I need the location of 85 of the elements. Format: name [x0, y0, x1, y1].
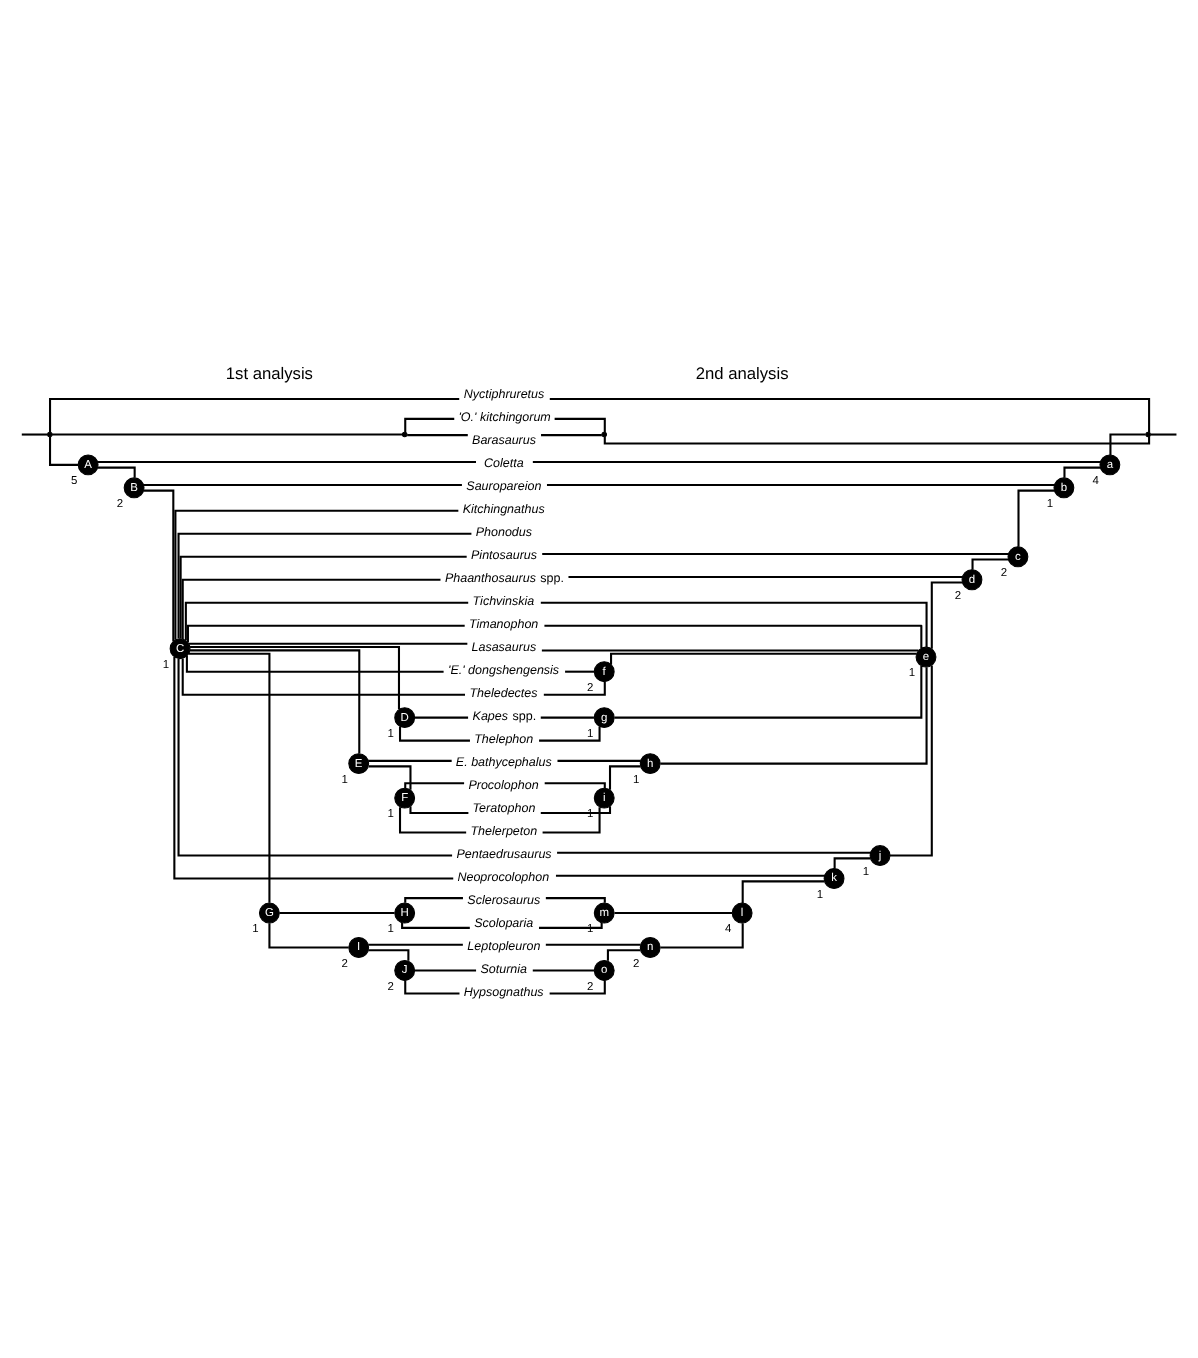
connector [614, 911, 732, 915]
connector [608, 765, 641, 790]
connector [540, 716, 594, 719]
connector [186, 624, 465, 643]
connector [930, 581, 963, 649]
connector [414, 969, 477, 972]
node-point [601, 431, 607, 438]
connector [565, 670, 595, 673]
connector [554, 417, 606, 433]
connector [409, 806, 469, 815]
connector [188, 642, 468, 645]
connector [279, 911, 395, 915]
connector [404, 980, 460, 995]
connector [404, 782, 465, 788]
connector [49, 397, 460, 433]
connector [179, 555, 467, 639]
connector [181, 658, 465, 696]
connector [185, 655, 444, 673]
connector [1109, 433, 1146, 455]
connector [404, 897, 463, 903]
connector [741, 880, 825, 903]
connector [174, 509, 459, 640]
connector [545, 943, 641, 946]
connector [606, 949, 641, 961]
connector [555, 874, 825, 877]
connector [614, 666, 923, 719]
connector [568, 575, 963, 578]
connector [407, 434, 468, 437]
connector [540, 601, 928, 648]
connector [557, 759, 641, 762]
connector [49, 436, 79, 466]
connector [549, 397, 1151, 433]
connector [1150, 433, 1177, 436]
connector [542, 552, 1009, 556]
connector [539, 726, 601, 742]
label: 1st analysis [225, 362, 313, 383]
connector [543, 681, 606, 696]
connector [188, 652, 271, 903]
connector [414, 716, 469, 719]
connector [971, 558, 1009, 570]
connector [833, 857, 871, 869]
connector [368, 759, 452, 762]
connector [181, 578, 441, 640]
connector [545, 897, 606, 903]
label: 2nd analysis [695, 362, 789, 383]
connector [368, 765, 412, 790]
connector [539, 922, 603, 929]
connector [368, 949, 410, 961]
connector [1017, 489, 1055, 547]
connector [184, 601, 469, 641]
connector [21, 433, 48, 436]
connector [1063, 466, 1101, 478]
connector [144, 489, 175, 642]
connector [52, 433, 403, 436]
connector [189, 649, 361, 754]
node-point [401, 431, 408, 438]
connector [890, 665, 933, 857]
connector [143, 484, 462, 487]
connector [268, 923, 349, 949]
connector [190, 646, 401, 710]
connector [544, 624, 923, 649]
connector [404, 417, 455, 433]
connector [398, 807, 467, 834]
connector [542, 807, 601, 834]
connector [98, 461, 476, 464]
connector [549, 980, 606, 995]
connector [398, 726, 470, 742]
connector [368, 943, 463, 946]
connector [98, 466, 136, 478]
connector [610, 652, 917, 665]
connector [541, 434, 602, 437]
node-point [47, 431, 53, 438]
connector [557, 851, 871, 854]
connector [541, 649, 919, 652]
connector [544, 782, 606, 788]
connector [660, 923, 744, 949]
connector [603, 436, 1151, 445]
connector [532, 969, 595, 972]
node-point [1145, 431, 1151, 438]
connector [177, 532, 472, 639]
connector [532, 461, 1101, 464]
connector [401, 922, 470, 929]
connector [546, 484, 1055, 487]
connector [540, 806, 612, 815]
connector [660, 667, 928, 765]
